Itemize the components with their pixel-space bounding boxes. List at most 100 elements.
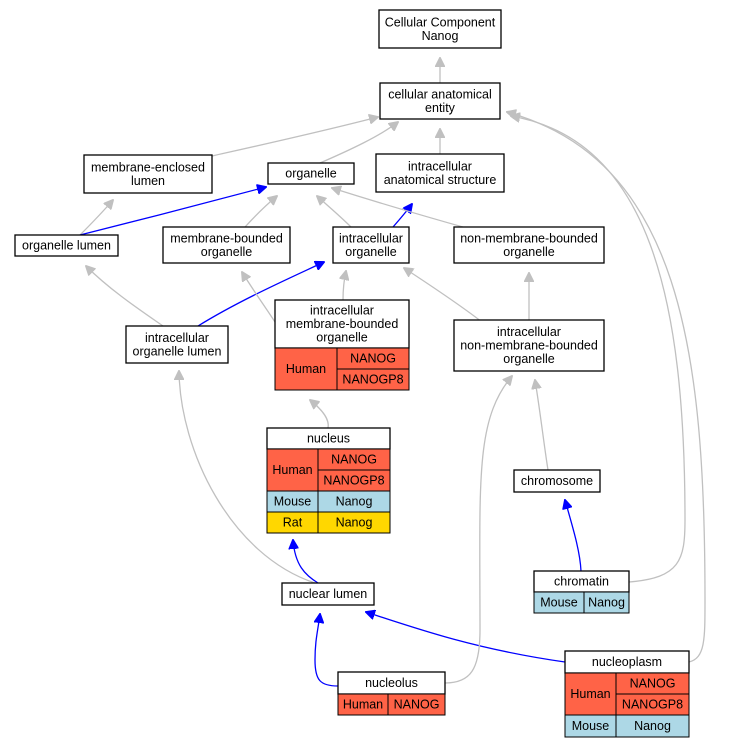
node-box-imbo bbox=[274, 299, 410, 349]
node-label-mbo: membrane-bounded bbox=[170, 231, 283, 245]
edge-chromatin-to-cae bbox=[511, 116, 686, 583]
gene-label: NANOGP8 bbox=[323, 474, 384, 488]
node-label-nucleolus: nucleolus bbox=[365, 676, 418, 690]
edge-nucleoplasm-to-cae bbox=[507, 112, 706, 663]
node-label-mbo: organelle bbox=[201, 245, 252, 259]
edge-chromatin-to-chromosome bbox=[565, 500, 582, 572]
node-imbo[interactable]: intracellularmembrane-boundedorganelleHu… bbox=[274, 299, 410, 391]
node-box-nmbo bbox=[453, 226, 605, 264]
edges-layer bbox=[79, 58, 706, 687]
node-label-io: intracellular bbox=[339, 231, 403, 245]
species-label: Human bbox=[272, 463, 312, 477]
node-label-organelle: organelle bbox=[285, 167, 336, 181]
gene-label: Nanog bbox=[336, 516, 373, 530]
node-box-io bbox=[332, 226, 410, 264]
node-box-chromosome bbox=[513, 469, 601, 493]
gene-cell bbox=[336, 368, 410, 391]
gene-cell bbox=[615, 714, 690, 738]
node-label-cae: cellular anatomical bbox=[388, 87, 492, 101]
species-label: Rat bbox=[283, 516, 303, 530]
node-label-ol: organelle lumen bbox=[22, 239, 111, 253]
node-box-mbo bbox=[162, 226, 291, 264]
edge-inmbo-to-io bbox=[404, 268, 483, 323]
node-label-cae: entity bbox=[425, 101, 456, 115]
edge-nucleoplasm-to-nl bbox=[366, 612, 566, 663]
edge-imbo-to-io bbox=[343, 271, 346, 301]
node-inmbo[interactable]: intracellularnon-membrane-boundedorganel… bbox=[453, 319, 605, 372]
edge-mbo-to-organelle bbox=[244, 196, 277, 228]
gene-cell bbox=[387, 693, 446, 716]
edge-iol-to-io bbox=[197, 262, 324, 327]
species-label: Mouse bbox=[274, 495, 312, 509]
edge-mel-to-cae bbox=[211, 117, 378, 157]
node-label-io: organelle bbox=[345, 245, 396, 259]
node-chromosome[interactable]: chromosome bbox=[513, 469, 601, 493]
node-label-nmbo: non-membrane-bounded bbox=[460, 231, 598, 245]
edge-nl-to-nucleus bbox=[293, 540, 319, 584]
edge-organelle-to-cae bbox=[319, 122, 398, 164]
edge-nucleolus-to-nl bbox=[315, 614, 339, 687]
node-box-iol bbox=[125, 325, 229, 364]
node-box-ol bbox=[14, 234, 119, 257]
edge-io-to-ias bbox=[392, 204, 412, 228]
node-box-root bbox=[378, 9, 502, 49]
node-label-inmbo: intracellular bbox=[497, 325, 561, 339]
edge-ol-to-mel bbox=[79, 200, 113, 236]
species-label: Mouse bbox=[540, 596, 578, 610]
edge-iol-to-ol bbox=[86, 266, 164, 327]
node-label-mel: membrane-enclosed bbox=[91, 160, 205, 174]
edge-nucleolus-to-inmbo bbox=[444, 376, 512, 684]
gene-cell bbox=[583, 591, 630, 614]
species-row-mouse: Mouse Nanog bbox=[533, 591, 630, 614]
species-label: Human bbox=[570, 687, 610, 701]
edge-chromosome-to-inmbo bbox=[535, 380, 549, 471]
species-cell bbox=[266, 448, 319, 492]
species-row-human: Human NANOG NANOGP8 bbox=[266, 448, 391, 492]
gene-label: NANOG bbox=[350, 352, 396, 366]
node-label-ias: anatomical structure bbox=[384, 173, 497, 187]
node-label-chromosome: chromosome bbox=[521, 474, 593, 488]
node-box-mel bbox=[83, 154, 213, 194]
species-label: Human bbox=[343, 698, 383, 712]
edge-nucleus-to-imbo bbox=[310, 400, 329, 429]
species-label: Mouse bbox=[572, 719, 610, 733]
node-box-ias bbox=[375, 153, 505, 193]
species-row-mouse: Mouse Nanog bbox=[564, 714, 690, 738]
node-box-nl bbox=[281, 582, 375, 606]
gene-label: NANOG bbox=[630, 677, 676, 691]
node-label-iol: intracellular bbox=[145, 331, 209, 345]
node-label-nl: nuclear lumen bbox=[289, 587, 368, 601]
gene-label: Nanog bbox=[588, 596, 625, 610]
node-ol[interactable]: organelle lumen bbox=[14, 234, 119, 257]
node-box-cae bbox=[379, 82, 501, 120]
gene-label: NANOG bbox=[331, 453, 377, 467]
node-label-imbo: intracellular bbox=[310, 304, 374, 318]
gene-label: Nanog bbox=[634, 719, 671, 733]
node-label-root: Cellular Component bbox=[385, 15, 496, 29]
node-organelle[interactable]: organelle bbox=[267, 162, 355, 185]
node-label-root: Nanog bbox=[422, 29, 459, 43]
node-label-nucleoplasm: nucleoplasm bbox=[592, 655, 662, 669]
edge-ol-to-organelle bbox=[79, 187, 266, 236]
node-box-organelle bbox=[267, 162, 355, 185]
edge-nmbo-to-organelle bbox=[332, 188, 471, 230]
node-nl[interactable]: nuclear lumen bbox=[281, 582, 375, 606]
